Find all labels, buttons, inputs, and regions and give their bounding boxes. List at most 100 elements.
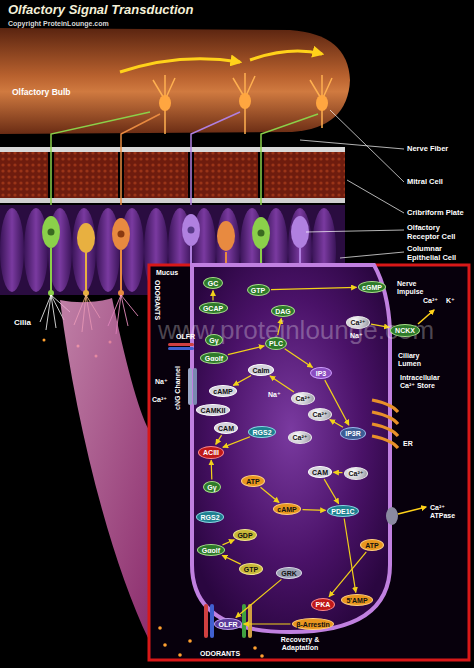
molecule-oval: cAMP [209, 385, 237, 397]
molecule-oval: GRK [276, 567, 302, 579]
olfactory-receptor-cell [258, 230, 265, 237]
text-label: Na⁺ [350, 332, 363, 340]
molecule-oval: Ca²⁺ [308, 408, 332, 421]
olfactory-bulb [120, 59, 240, 72]
olfactory-receptor-cell [85, 252, 87, 292]
receptor-protein [168, 343, 252, 638]
receptor-protein [210, 604, 214, 638]
molecule-name: Gγ [209, 337, 218, 344]
molecule-name: ATP [365, 542, 378, 549]
leader-line [306, 230, 404, 232]
odorant-dot [158, 626, 162, 630]
olfactory-receptor-cell [188, 227, 195, 234]
inset-frame [149, 265, 469, 660]
molecule-oval: GCAP [199, 302, 228, 314]
mitral-cell [310, 75, 332, 128]
molecule-name: PKA [316, 601, 331, 608]
endoplasmic-reticulum [372, 400, 398, 412]
endoplasmic-reticulum [372, 412, 398, 424]
odorant-dot [260, 654, 264, 658]
molecule-oval: Ca²⁺ [291, 392, 315, 405]
columnar-epithelial-cell [0, 208, 24, 292]
molecule-oval: DAG [271, 305, 295, 317]
olfactory-bulb [0, 28, 350, 134]
olfactory-bulb [250, 51, 322, 60]
receptor-protein [248, 604, 252, 638]
molecule-name: IP3R [345, 430, 361, 437]
molecule-name: CAMKII [201, 407, 226, 414]
molecule-oval: Ca²⁺ [288, 431, 312, 444]
text-label: Ca²⁺ [423, 297, 438, 305]
molecule-name: β-Arrestin [296, 621, 329, 628]
molecule-oval: PDE1C [327, 505, 359, 517]
molecule-oval: Ca²⁺ [344, 467, 368, 480]
text-label: ER [403, 440, 413, 448]
mitral-cell [233, 73, 255, 134]
molecule-name: 5'AMP [346, 597, 367, 604]
pathway-arrow [228, 346, 264, 355]
endoplasmic-reticulum [372, 400, 398, 448]
text-label: K⁺ [446, 297, 455, 305]
text-label: Cribriform Plate [407, 209, 464, 218]
molecule-oval: ATP [241, 475, 265, 487]
receptor-protein [193, 368, 197, 405]
receptor-protein [188, 368, 192, 405]
molecule-name: cAMP [277, 506, 296, 513]
molecule-oval: ATP [360, 539, 384, 551]
nerve-fiber [121, 114, 160, 215]
pathway-arrow [212, 291, 213, 301]
olfactory-receptor-cell [120, 250, 122, 292]
molecule-oval: OLFR [214, 618, 242, 630]
pathway-arrow [211, 460, 213, 480]
ion-pump [398, 507, 426, 514]
text-label: Ciliary Lumen [398, 352, 434, 368]
molecule-oval: Gγ [203, 481, 221, 493]
molecule-name: NCKX [395, 327, 415, 334]
text-label: Columnar Epithelial Cell [407, 245, 469, 262]
molecule-oval: RGS2 [196, 511, 224, 523]
olfactory-receptor-cell [77, 223, 95, 253]
pathway-arrow [344, 519, 356, 593]
text-label: Recovery & Adaptation [268, 636, 332, 652]
molecule-name: GC [208, 280, 219, 287]
molecule-oval: GDP [233, 529, 257, 541]
molecule-name: Ca²⁺ [296, 395, 311, 402]
molecule-name: Ca²⁺ [313, 411, 328, 418]
molecule-name: GRK [281, 570, 297, 577]
nerve-fiber [51, 112, 318, 215]
molecule-name: GTP [244, 566, 258, 573]
molecule-oval: PLC [265, 337, 287, 350]
molecule-oval: RGS2 [248, 426, 276, 438]
text-label: Intracellular Ca²⁺ Store [400, 374, 452, 390]
text-label: Cilia [14, 318, 31, 327]
nerve-fiber [191, 112, 240, 215]
text-label: Na⁺ [268, 391, 281, 399]
olfactory-receptor-cell [252, 217, 270, 249]
text-label: Olfactory Bulb [12, 88, 71, 98]
molecule-name: ACIII [203, 449, 219, 456]
pathway-arrow [236, 579, 282, 617]
mitral-cell [153, 73, 332, 134]
molecule-name: RGS2 [200, 514, 219, 521]
olfactory-receptor-cell [118, 231, 125, 238]
endoplasmic-reticulum [372, 424, 398, 436]
molecule-name: Ca²⁺ [293, 434, 308, 441]
olfactory-receptor-cell [50, 248, 52, 292]
pathway-arrow [233, 376, 251, 386]
text-label: cNG Channel [174, 366, 182, 410]
nerve-fiber [261, 114, 318, 215]
molecule-name: Ca²⁺ [351, 319, 366, 326]
pathway-arrow [223, 540, 235, 545]
pathway-arrow [222, 555, 241, 564]
text-label: Mitral Cell [407, 178, 443, 187]
molecule-name: GTP [251, 287, 265, 294]
molecule-name: ATP [246, 478, 259, 485]
mitral-cell [153, 75, 175, 134]
pathway-arrow [329, 552, 366, 597]
molecule-name: OLFR [218, 621, 237, 628]
molecule-oval: PKA [311, 598, 335, 611]
endoplasmic-reticulum [372, 436, 398, 448]
molecule-oval: GTP [247, 284, 270, 296]
